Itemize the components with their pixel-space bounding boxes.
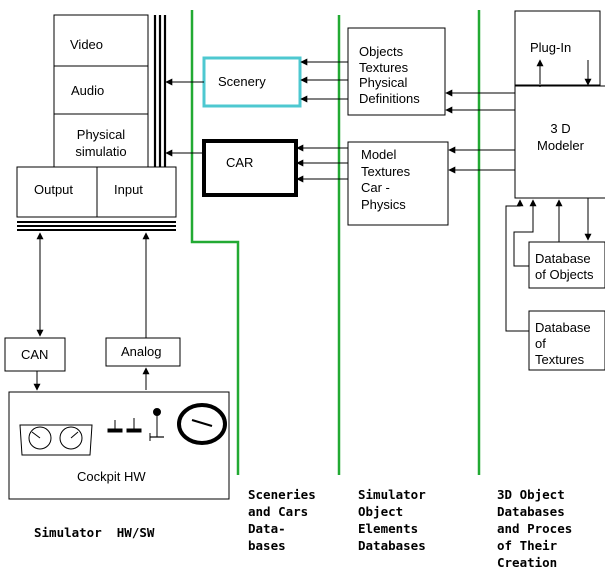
- physical-simulation-label: Physical simulatio: [54, 126, 148, 160]
- video-label: Video: [70, 37, 103, 52]
- audio-label: Audio: [71, 83, 104, 98]
- car-label: CAR: [226, 155, 253, 170]
- analog-label: Analog: [121, 344, 161, 359]
- elements-caption: Simulator Object Elements Databases: [358, 486, 426, 554]
- scenery-label: Scenery: [218, 74, 266, 89]
- objects-textures-label: Objects Textures Physical Definitions: [359, 44, 420, 106]
- database-textures-label: Database of Textures: [535, 320, 591, 368]
- model-textures-label: Model Textures Car - Physics: [361, 147, 410, 213]
- output-label: Output: [34, 182, 73, 197]
- input-label: Input: [114, 182, 143, 197]
- output-bus: [17, 222, 176, 230]
- plugin-label: Plug-In: [530, 40, 571, 55]
- modeler-label: 3 D Modeler: [515, 120, 605, 154]
- simulator-caption: Simulator HW/SW: [34, 524, 154, 541]
- sceneries-caption: Sceneries and Cars Data- bases: [248, 486, 316, 554]
- creation-caption: 3D Object Databases and Proces of Their …: [497, 486, 572, 571]
- bus-bars: [155, 15, 165, 167]
- cockpit-label: Cockpit HW: [77, 469, 146, 484]
- can-label: CAN: [21, 347, 48, 362]
- database-objects-label: Database of Objects: [535, 251, 594, 283]
